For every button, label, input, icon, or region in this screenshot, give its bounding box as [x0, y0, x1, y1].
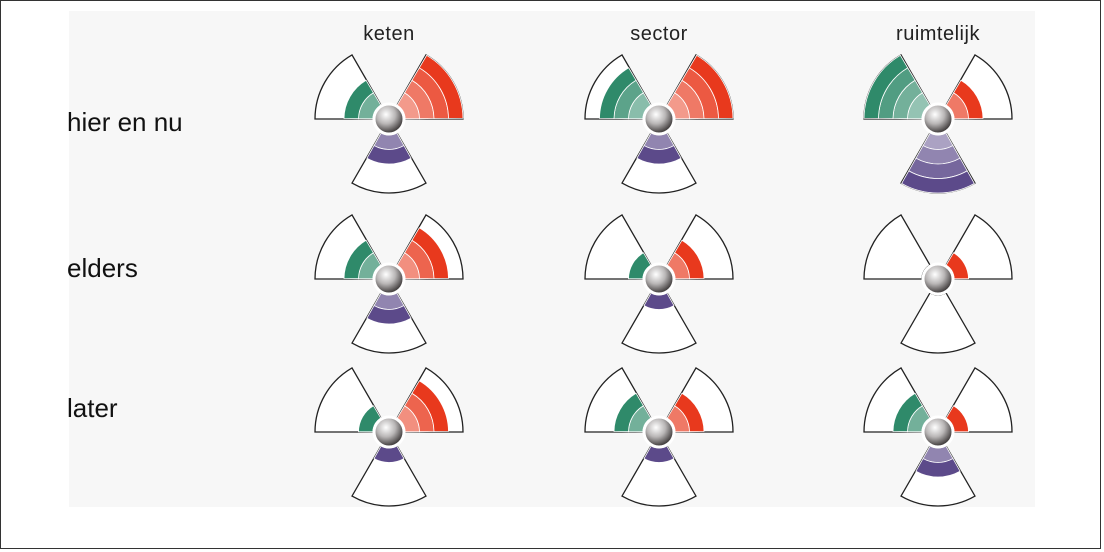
- trefoil-sector-elders: [584, 214, 734, 354]
- fill-band-green: [892, 392, 924, 433]
- row-label-elders: elders: [67, 253, 138, 283]
- center-sphere: [642, 102, 676, 136]
- trefoil-keten-later: [314, 367, 464, 507]
- fill-band-red: [411, 380, 449, 432]
- fill-band-green: [343, 79, 375, 120]
- column-header-keten: keten: [363, 23, 415, 45]
- fill-band-green: [613, 392, 645, 433]
- center-sphere: [642, 262, 676, 296]
- column-header-ruimtelijk: ruimtelijk: [896, 23, 980, 45]
- fill-band-purple: [366, 145, 412, 165]
- column-header-sector: sector: [630, 23, 688, 45]
- blade-green: [863, 214, 931, 280]
- fill-band-purple: [915, 458, 961, 478]
- trefoil-sector-hier-en-nu: [584, 54, 734, 194]
- fill-band-red: [411, 227, 449, 279]
- fill-band-red: [673, 392, 705, 433]
- trefoil-keten-elders: [314, 214, 464, 354]
- center-sphere: [372, 102, 406, 136]
- center-sphere: [642, 415, 676, 449]
- fill-band-purple: [366, 305, 412, 325]
- trefoil-ruimtelijk-later: [863, 367, 1013, 507]
- row-label-hier-en-nu: hier en nu: [67, 107, 183, 137]
- fill-band-red: [673, 239, 705, 280]
- center-sphere: [921, 102, 955, 136]
- fill-band-green: [599, 67, 637, 119]
- center-sphere: [372, 415, 406, 449]
- center-sphere: [921, 415, 955, 449]
- trefoil-ruimtelijk-elders: [863, 214, 1013, 354]
- fill-band-purple: [901, 170, 975, 194]
- fill-band-red: [418, 54, 464, 119]
- fill-band-red: [688, 54, 734, 119]
- blade-purple: [900, 291, 976, 354]
- trefoil-ruimtelijk-hier-en-nu: [863, 54, 1013, 194]
- fill-band-green: [343, 239, 375, 280]
- fill-band-green: [863, 54, 909, 119]
- row-label-later: later: [67, 393, 118, 423]
- trefoil-sector-later: [584, 367, 734, 507]
- trefoil-keten-hier-en-nu: [314, 54, 464, 194]
- center-sphere: [372, 262, 406, 296]
- center-sphere: [921, 262, 955, 296]
- fill-band-purple: [636, 145, 682, 165]
- fill-band-red: [952, 79, 984, 120]
